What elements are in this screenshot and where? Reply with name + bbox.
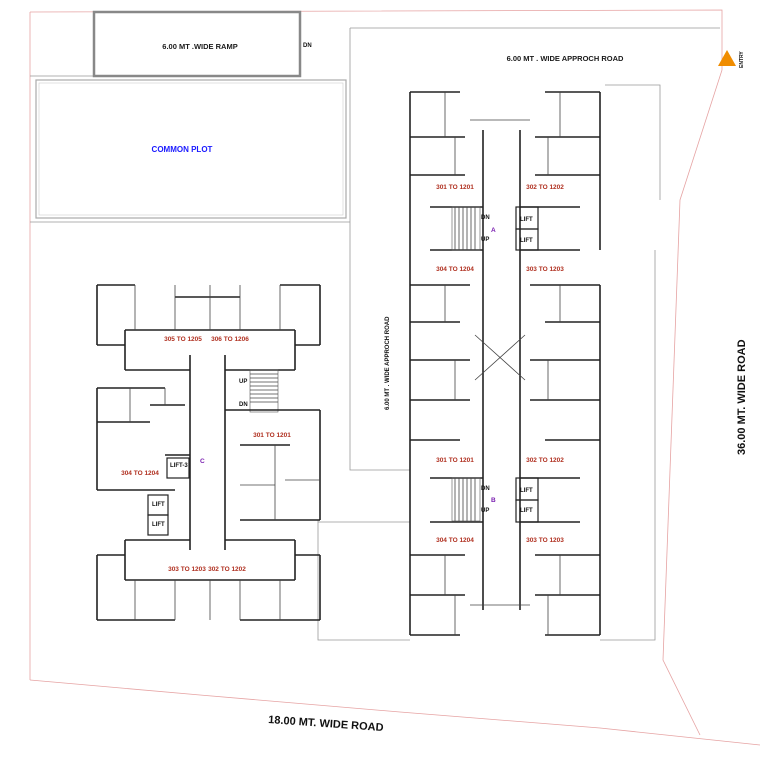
approach-road-top-label: 6.00 MT . WIDE APPROCH ROAD [507, 54, 624, 63]
lift-a-2 [515, 228, 539, 251]
entry-marker: ENTRY [718, 50, 745, 68]
south-road-label: 18.00 MT. WIDE ROAD [268, 714, 384, 734]
lift-b-2 [515, 499, 539, 523]
ramp: 6.00 MT .WIDE RAMP DN [92, 10, 312, 78]
wing-a-label: A [491, 227, 496, 234]
wing-b-unit-304: 304 TO 1204 [436, 537, 474, 544]
wing-c-dn: DN [239, 402, 248, 408]
ramp-dn-label: DN [303, 43, 312, 49]
wing-b-up: UP [481, 508, 489, 514]
wing-ab-tower: 301 TO 1201 302 TO 1202 DN UP LIFT LIFT … [409, 91, 601, 636]
entry-label: ENTRY [739, 51, 745, 68]
approach-road-side-label: 6.00 MT . WIDE APPROCH ROAD [385, 316, 391, 410]
stair-c [249, 369, 279, 413]
wing-c-lift-2: LIFT [152, 522, 165, 528]
wing-a-unit-303: 303 TO 1203 [526, 266, 564, 273]
wing-a-lift-2: LIFT [520, 238, 533, 244]
wing-b-unit-301: 301 TO 1201 [436, 457, 474, 464]
wing-c-unit-303: 303 TO 1203 [168, 566, 206, 573]
lift-c-3 [166, 457, 190, 479]
wing-b-unit-303: 303 TO 1203 [526, 537, 564, 544]
wing-c-unit-305: 305 TO 1205 [164, 336, 202, 343]
wing-b-lift-1: LIFT [520, 488, 533, 494]
wing-a-lift-1: LIFT [520, 217, 533, 223]
common-plot: COMMON PLOT [35, 79, 347, 219]
lift-c-2 [147, 514, 169, 536]
stair-b [451, 477, 481, 522]
wing-a-unit-301: 301 TO 1201 [436, 184, 474, 191]
wing-b-unit-302: 302 TO 1202 [526, 457, 564, 464]
wing-c-unit-301: 301 TO 1201 [253, 432, 291, 439]
wing-c-lift-1: LIFT [152, 502, 165, 508]
wing-b-label: B [491, 497, 496, 504]
entry-arrow-icon [718, 50, 736, 66]
wing-c-label: C [200, 458, 205, 465]
wing-a-unit-304: 304 TO 1204 [436, 266, 474, 273]
wing-c-tower: 305 TO 1205 306 TO 1206 UP DN 301 TO 120… [96, 284, 321, 621]
wing-c-unit-304: 304 TO 1204 [121, 470, 159, 477]
wing-b-lift-2: LIFT [520, 508, 533, 514]
wing-c-up: UP [239, 379, 247, 385]
stair-a [451, 206, 481, 251]
wing-b-dn: DN [481, 486, 490, 492]
wing-c-unit-306: 306 TO 1206 [211, 336, 249, 343]
ramp-label: 6.00 MT .WIDE RAMP [162, 42, 237, 51]
wing-c-unit-302: 302 TO 1202 [208, 566, 246, 573]
wing-a-up: UP [481, 237, 489, 243]
common-plot-label: COMMON PLOT [152, 145, 213, 154]
east-road-label: 36.00 MT. WIDE ROAD [736, 339, 748, 455]
wing-a-dn: DN [481, 215, 490, 221]
wing-a-unit-302: 302 TO 1202 [526, 184, 564, 191]
plot-boundary [29, 9, 761, 746]
wing-c-lift-3: LIFT-3 [170, 463, 188, 469]
